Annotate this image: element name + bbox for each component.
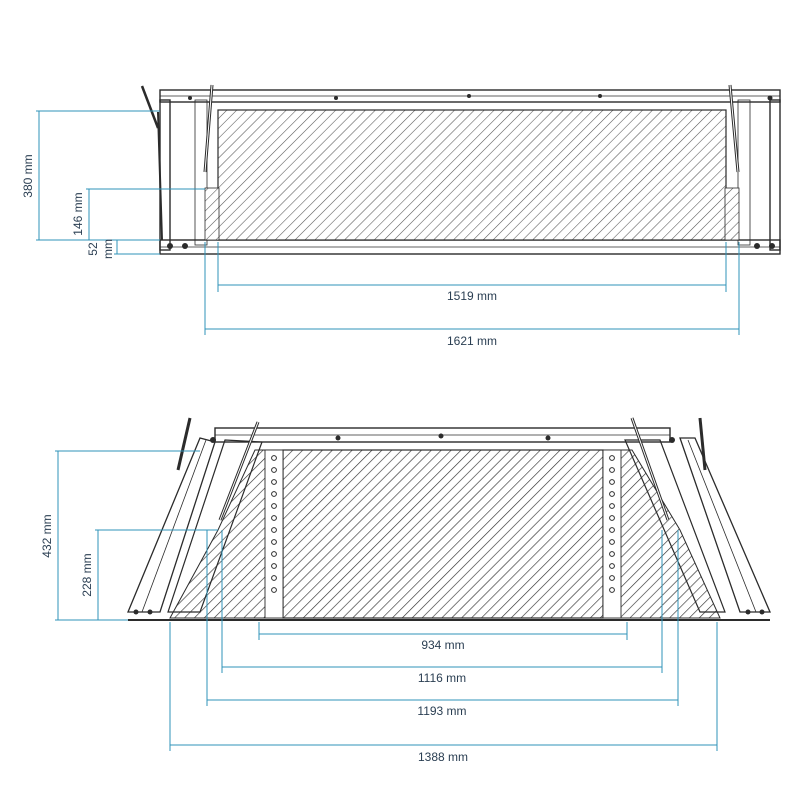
dim-top-height-bottom-value: 52: [86, 242, 100, 256]
dim-bottom-width-1: 934 mm: [421, 638, 464, 652]
bottom-view-dimensions: [55, 450, 718, 751]
top-view-dimensions: [36, 110, 740, 335]
dim-bottom-width-2: 1116 mm: [418, 671, 466, 685]
bottom-central-panel: [282, 449, 604, 619]
dim-bottom-height-overall: 432 mm: [40, 514, 54, 557]
right-post: [769, 99, 781, 251]
dim-top-height-lower: 146 mm: [71, 192, 85, 235]
dim-top-height-bottom-unit: mm: [101, 239, 115, 259]
dim-bottom-height-lower: 228 mm: [80, 553, 94, 596]
dim-top-width-inner: 1519 mm: [447, 289, 497, 303]
coil-tubes: [271, 455, 615, 593]
top-panel: [217, 109, 727, 241]
dim-top-width-outer: 1621 mm: [447, 334, 497, 348]
dim-bottom-width-3: 1193 mm: [417, 704, 466, 718]
dim-top-height-overall: 380 mm: [21, 154, 35, 197]
bottom-view-drawing: [127, 417, 771, 621]
top-view-drawing: [140, 84, 781, 255]
dim-bottom-width-4: 1388 mm: [418, 750, 468, 764]
